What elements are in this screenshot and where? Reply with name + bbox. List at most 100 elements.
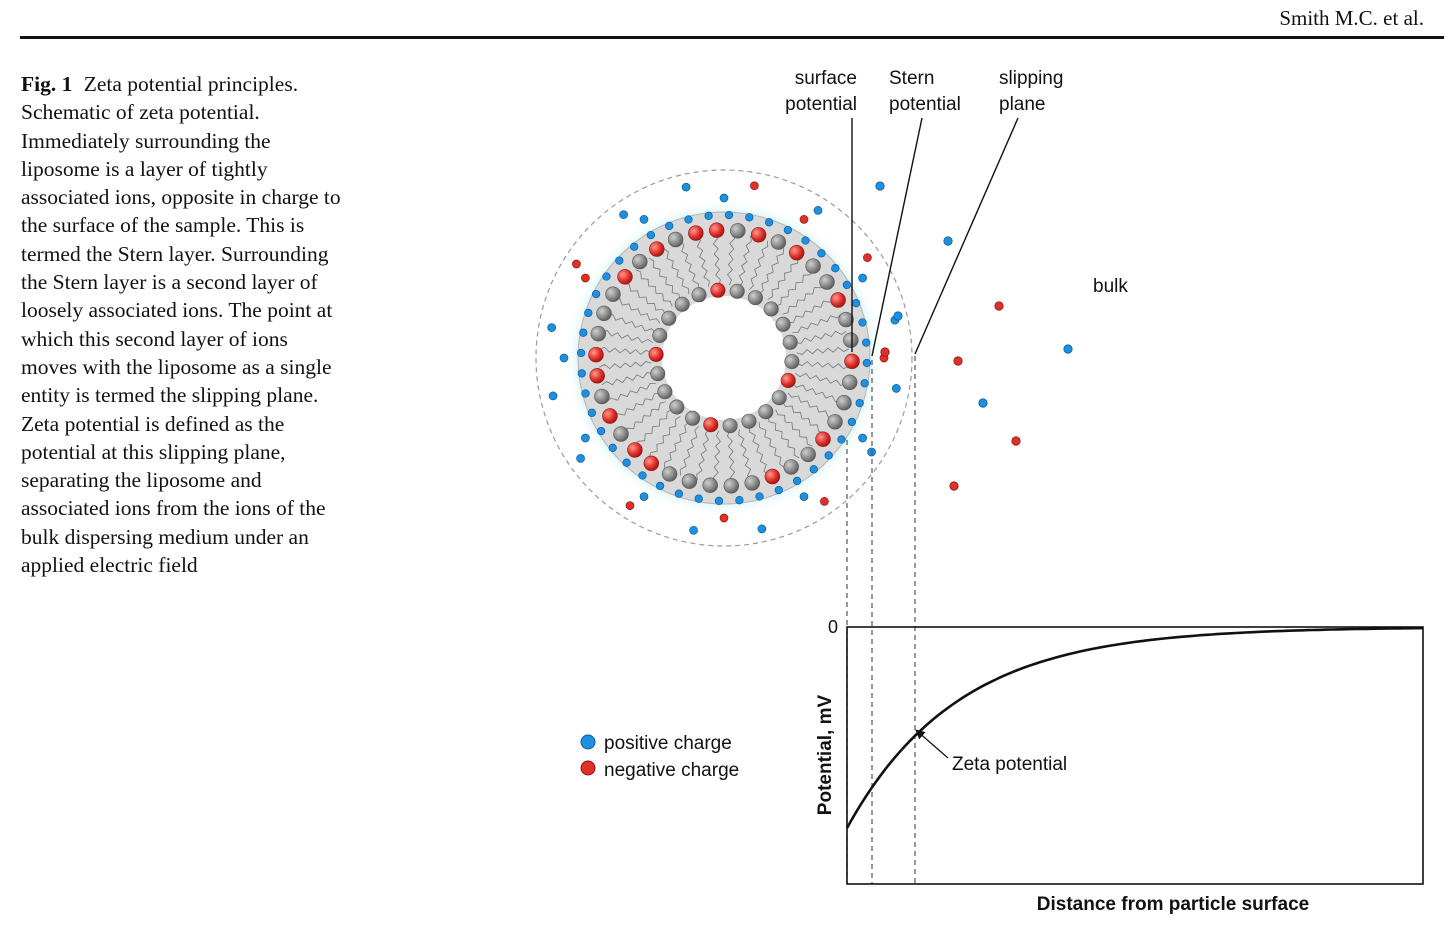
neutral-lipid-head [594,388,610,405]
positive-ion [689,525,698,535]
neutral-lipid-head [723,478,739,494]
neutral-lipid-head [758,404,774,420]
negative-charge-swatch [580,760,596,776]
lipid-tail [767,416,800,459]
positive-ion [608,443,617,452]
negative-ion [719,513,729,523]
lipid-tail [782,401,825,434]
neutral-lipid-head [681,473,698,489]
negative-ion [820,497,829,506]
neutral-lipid-head [691,287,707,303]
lipid-tail [614,297,661,324]
positive-ion [639,215,649,224]
slipping-plane-label-line1: slipping [999,68,1063,89]
positive-ion [646,230,656,240]
positive-ion [842,280,852,290]
charged-lipid-head [643,455,659,471]
neutral-lipid-head [747,290,763,306]
bulk-negative-ion [953,356,963,366]
neutral-lipid-head [729,283,745,299]
positive-ion [581,389,590,398]
lipid-tail [767,257,800,300]
positive-ion [548,391,558,401]
positive-ion [584,308,593,318]
positive-ion [719,193,729,203]
bulk-positive-ion [1063,344,1073,354]
neutral-lipid-head [763,301,779,317]
liposome-core [662,296,786,420]
callout-leaders [851,117,1019,357]
slipping-plane-circle [535,169,913,547]
diffuse-layer-ions [547,181,901,535]
negative-ion [863,253,872,262]
lipid-tail [787,392,834,419]
bulk-negative-ion [880,347,890,357]
positive-ion [622,458,631,467]
positive-ion [577,369,586,378]
positive-ion [602,272,611,281]
charged-lipid-head [589,368,605,384]
neutral-lipid-head [722,418,738,434]
positive-ion [783,225,793,235]
neutral-lipid-head [685,410,701,426]
charged-lipid-head [627,442,643,458]
bulk-positive-ion [893,311,903,321]
lipid-tail [663,421,690,468]
charged-lipid-head [588,347,604,363]
charged-lipid-head [815,431,831,447]
charged-lipid-head [602,408,618,424]
lipid-tail [795,330,847,344]
charged-lipid-head [830,292,846,308]
lipid-tail [614,392,661,419]
bulk-positive-ion [978,398,988,408]
lipid-tail [601,372,653,386]
stern-layer-ions [576,210,872,506]
lipid-tail [635,409,673,447]
positive-ion [847,417,857,427]
positive-ion [891,384,901,393]
slipping-plane-label-line2: plane [999,94,1046,115]
neutral-lipid-head [674,296,690,312]
positive-ion [704,211,713,220]
positive-ion [755,492,764,501]
lipid-tail [679,240,700,290]
bulk-negative-ion [949,481,959,491]
charged-lipid-head [750,227,767,243]
positive-ion [774,485,783,495]
liposome-diagram [535,169,913,547]
neutral-lipid-head [650,366,666,382]
caption-text: Zeta potential principles. Schematic of … [21,72,341,578]
header-author: Smith M.C. et al. [1279,6,1424,30]
neutral-lipid-head [652,327,668,343]
positive-ion [801,236,810,245]
lipid-tail [758,421,785,468]
charged-lipid-head [710,282,726,298]
positive-ion [579,328,588,337]
neutral-lipid-head [669,399,685,415]
lipid-tail [606,382,656,403]
lipid-tail [623,282,666,315]
lipid-tail [787,297,834,324]
lipid-tail [601,330,653,344]
neutral-lipid-head [667,231,684,248]
y-tick-zero: 0 [828,617,838,637]
surface-potential-label-line2: potential [785,94,857,115]
positive-ion [858,273,867,283]
neutral-lipid-head [819,274,835,290]
charged-lipid-head [708,222,725,238]
lipid-tail [648,416,681,459]
lipid-tail [775,409,813,447]
neutral-lipid-head [836,395,852,411]
neutral-lipid-head [783,459,799,475]
inner-leaflet-heads [648,282,800,434]
surface-potential-label-line1: surface [795,68,857,89]
positive-ion [694,494,703,503]
lipid-tail [792,313,842,334]
neutral-lipid-head [730,223,746,239]
plot-frame [846,626,1424,885]
charged-lipid-head [617,269,633,285]
lipid-tail [796,361,849,370]
charged-lipid-head [780,372,796,388]
positive-ion [639,492,649,501]
